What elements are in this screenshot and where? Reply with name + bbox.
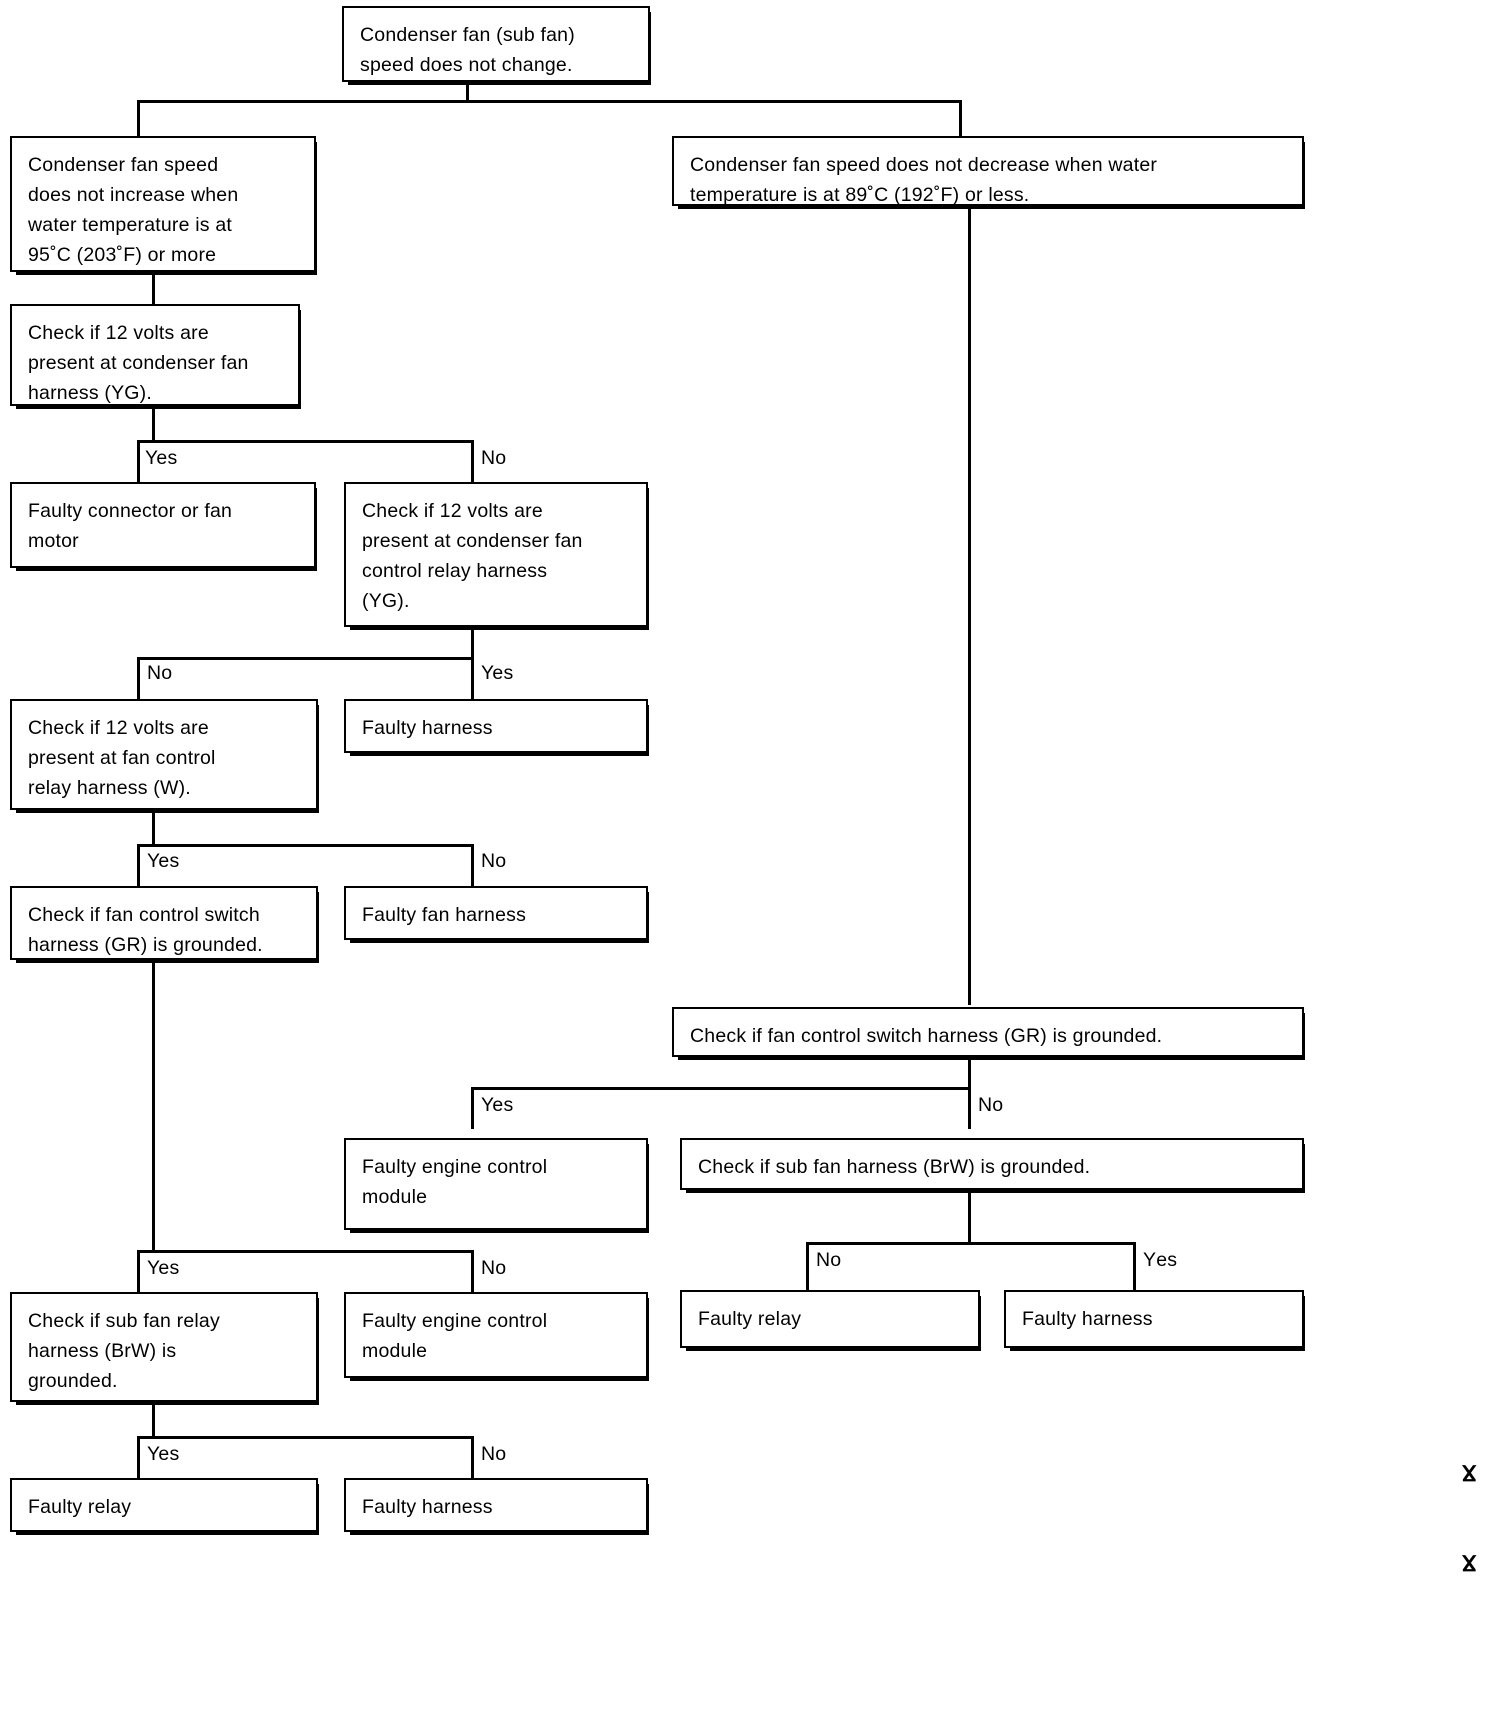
branch-label-l6-yes: Yes [147, 1443, 180, 1465]
node-faulty-relay-left: Faulty relay [10, 1478, 319, 1535]
branch-label-l4-no: No [481, 850, 507, 872]
node-faulty-relay-right: Faulty relay [680, 1290, 981, 1351]
connector-l4-no [471, 844, 474, 886]
connector-l5-yes [137, 1250, 140, 1292]
branch-label-l5-yes: Yes [147, 1257, 180, 1279]
branch-label-r2-yes: Yes [481, 1094, 514, 1116]
branch-label-l5-no: No [481, 1257, 507, 1279]
connector-r3-yes [1133, 1242, 1136, 1290]
connector-r2-no [968, 1087, 971, 1129]
connector-l5-split [137, 1250, 474, 1253]
branch-label-r3-no: No [816, 1249, 842, 1271]
connector-l2-split [137, 440, 474, 443]
node-check-fan-control-relay-harness-w: Check if 12 volts are present at fan con… [10, 699, 319, 813]
branch-label-l6-no: No [481, 1443, 507, 1465]
branch-label-l3-no: No [147, 662, 173, 684]
node-faulty-engine-control-module-right: Faulty engine control module [344, 1138, 649, 1233]
branch-label-r3-yes: Yеs [1143, 1249, 1178, 1271]
connector-l6-no [471, 1436, 474, 1478]
node-check-sub-fan-harness-right: Check if sub fan harness (BrW) is ground… [680, 1138, 1305, 1193]
node-faulty-harness-right: Faulty harness [1004, 1290, 1305, 1351]
connector-r3-stem [968, 1190, 971, 1242]
node-check-fan-control-switch-harness-right: Check if fan control switch harness (GR)… [672, 1007, 1305, 1060]
connector-l4-stem [152, 810, 155, 844]
connector-root-split [137, 100, 962, 103]
branch-label-r2-no: No [978, 1094, 1004, 1116]
connector-l3-stem [471, 627, 474, 657]
node-check-condenser-fan-control-relay-harness: Check if 12 volts are present at condens… [344, 482, 649, 630]
branch-label-l3-yes: Yes [481, 662, 514, 684]
node-left-symptom: Condenser fan speed does not increase wh… [10, 136, 317, 275]
connector-root-stem [466, 82, 469, 100]
connector-r2-stem [968, 1057, 971, 1087]
connector-r2-yes [471, 1087, 474, 1129]
branch-label-l4-yes: Yes [147, 850, 180, 872]
node-faulty-harness-1: Faulty harness [344, 699, 649, 756]
connector-l5-stem [152, 960, 155, 1250]
connector-r2-split [471, 1087, 971, 1090]
node-faulty-harness-left-bottom: Faulty harness [344, 1478, 649, 1535]
connector-l6-split [137, 1436, 474, 1439]
margin-mark-lower: ⴴ [1462, 1553, 1477, 1576]
connector-root-to-left [137, 100, 140, 136]
margin-mark-upper: ⴴ [1462, 1463, 1477, 1486]
connector-l2-stem [152, 406, 155, 440]
connector-l2-no [471, 440, 474, 482]
node-check-sub-fan-relay-harness-left: Check if sub fan relay harness (BrW) is … [10, 1292, 319, 1405]
connector-l3-split [137, 657, 474, 660]
connector-l6-stem [152, 1402, 155, 1436]
connector-r3-no [806, 1242, 809, 1290]
connector-r3-split [806, 1242, 1136, 1245]
node-root: Condenser fan (sub fan) speed does not c… [342, 6, 651, 85]
node-check-fan-control-switch-harness-left: Check if fan control switch harness (GR)… [10, 886, 319, 963]
connector-l6-yes [137, 1436, 140, 1478]
connector-l2-yes [137, 440, 140, 482]
connector-root-to-right [959, 100, 962, 136]
branch-label-l2-no: No [481, 447, 507, 469]
connector-r1-r2 [968, 205, 971, 1005]
node-check-condenser-fan-harness: Check if 12 volts are present at condens… [10, 304, 301, 409]
node-faulty-fan-harness: Faulty fan harness [344, 886, 649, 943]
connector-l4-yes [137, 844, 140, 886]
connector-l3-yes [471, 657, 474, 699]
connector-l5-no [471, 1250, 474, 1292]
connector-l3-no [137, 657, 140, 699]
node-right-symptom: Condenser fan speed does not decrease wh… [672, 136, 1305, 209]
node-faulty-connector-or-fan-motor: Faulty connector or fan motor [10, 482, 317, 571]
connector-l1-l2 [152, 272, 155, 304]
node-faulty-engine-control-module-left: Faulty engine control module [344, 1292, 649, 1381]
connector-l4-split [137, 844, 474, 847]
branch-label-l2-yes: Yes [145, 447, 178, 469]
